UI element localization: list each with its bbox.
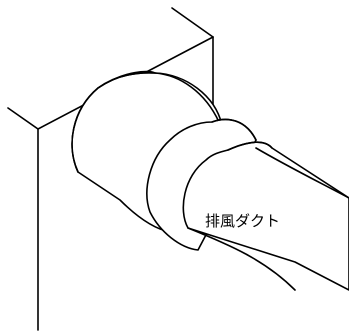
- duct-pipe: [182, 141, 349, 291]
- duct-pipe-end-curve: [227, 141, 273, 151]
- duct-pipe-bottom-edge: [187, 227, 296, 291]
- wall-box: [7, 7, 214, 331]
- exhaust-duct-label: 排風ダクト: [205, 212, 281, 230]
- outer-collar-top-arc: [97, 70, 156, 89]
- duct-pipe-top-edge: [255, 147, 349, 199]
- wall-top-back-edge: [171, 7, 214, 38]
- wall-left-top-edge: [7, 107, 39, 130]
- inner-ring-rim: [211, 118, 257, 141]
